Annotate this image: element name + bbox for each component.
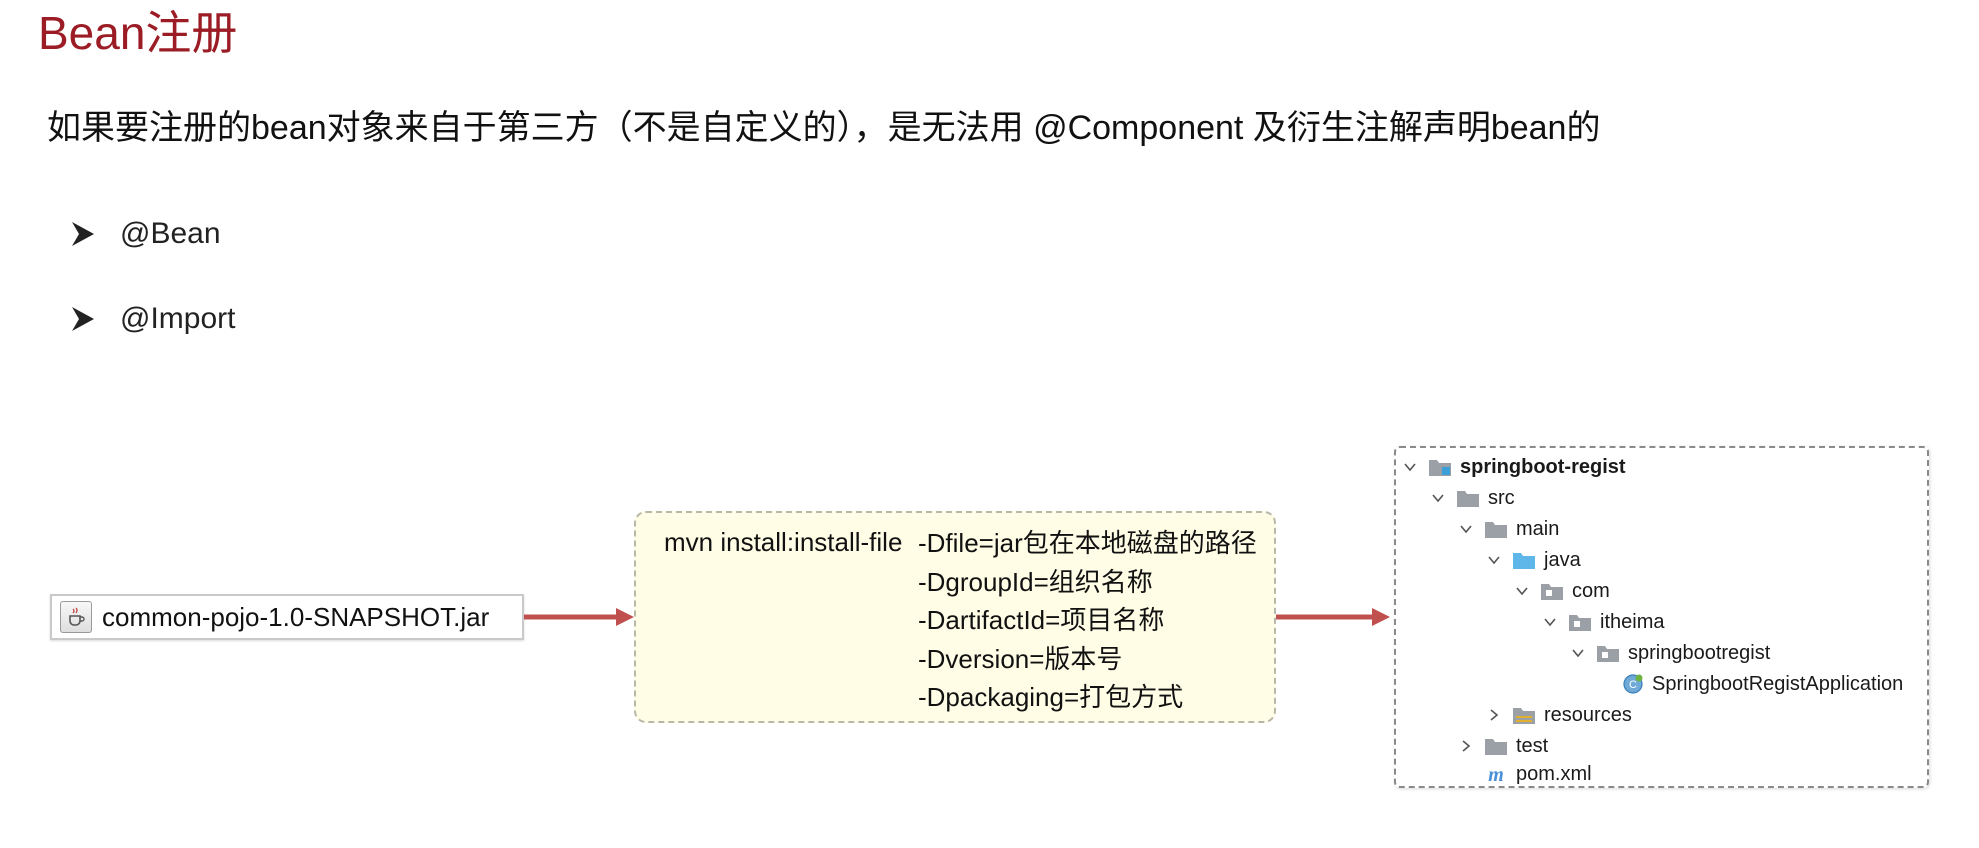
param-dfile: -Dfile=jar包在本地磁盘的路径	[918, 528, 1257, 558]
chevron-down-icon[interactable]	[1430, 490, 1446, 506]
tree-label: itheima	[1600, 610, 1665, 633]
tree-label: com	[1572, 579, 1610, 602]
slide-subtitle: 如果要注册的bean对象来自于第三方（不是自定义的），是无法用 @Compone…	[47, 109, 1601, 147]
folder-icon	[1457, 491, 1479, 507]
param-dversion: -Dversion=版本号	[918, 643, 1123, 674]
arrow-bullet-icon	[72, 307, 94, 331]
maven-pom-icon: m	[1488, 764, 1504, 784]
module-folder-icon	[1429, 460, 1451, 476]
param-dgroupid: -DgroupId=组织名称	[918, 566, 1153, 597]
spring-boot-class-icon: C	[1623, 674, 1643, 694]
jar-filename: common-pojo-1.0-SNAPSHOT.jar	[102, 601, 490, 632]
command-params: -Dfile=jar包在本地磁盘的路径 -DgroupId=组织名称 -Dart…	[918, 527, 1257, 720]
resources-folder-icon	[1513, 708, 1535, 724]
bullet-import: @Import	[70, 299, 235, 339]
chevron-down-icon[interactable]	[1402, 459, 1418, 475]
tree-item-resources[interactable]: resources	[1486, 700, 1632, 730]
project-tree: springboot-regist src main java com ithe…	[1394, 446, 1929, 788]
arrow-jar-to-command-icon	[524, 608, 634, 626]
tree-label: springbootregist	[1628, 641, 1771, 664]
chevron-down-icon[interactable]	[1542, 614, 1558, 630]
package-icon	[1597, 646, 1619, 662]
bullet-label: @Bean	[120, 217, 221, 250]
tree-label: main	[1516, 517, 1560, 540]
tree-label: SpringbootRegistApplication	[1652, 672, 1904, 695]
tree-item-app-class[interactable]: C SpringbootRegistApplication	[1622, 669, 1903, 699]
package-icon	[1569, 615, 1591, 631]
jar-file: common-pojo-1.0-SNAPSHOT.jar	[50, 594, 524, 640]
tree-item-java[interactable]: java	[1486, 545, 1581, 575]
bullet-bean: @Bean	[70, 214, 221, 254]
arrow-bullet-icon	[72, 222, 94, 246]
tree-label: src	[1488, 486, 1515, 509]
chevron-down-icon[interactable]	[1486, 552, 1502, 568]
svg-text:m: m	[1488, 764, 1504, 784]
tree-item-com[interactable]: com	[1514, 576, 1610, 606]
java-jar-icon	[60, 601, 92, 633]
folder-icon	[1485, 739, 1507, 755]
tree-item-src[interactable]: src	[1430, 483, 1515, 513]
param-dpackaging: -Dpackaging=打包方式	[918, 682, 1184, 712]
tree-item-root[interactable]: springboot-regist	[1402, 452, 1626, 482]
bullet-label: @Import	[120, 302, 236, 335]
slide-title: Bean注册	[38, 7, 238, 59]
tree-item-itheima[interactable]: itheima	[1542, 607, 1664, 637]
tree-label: java	[1544, 548, 1581, 571]
chevron-down-icon[interactable]	[1514, 583, 1530, 599]
chevron-down-icon[interactable]	[1458, 521, 1474, 537]
tree-label: springboot-regist	[1460, 455, 1626, 478]
chevron-right-icon[interactable]	[1486, 707, 1502, 723]
maven-install-command: mvn install:install-file -Dfile=jar包在本地磁…	[634, 511, 1276, 723]
chevron-down-icon[interactable]	[1570, 645, 1586, 661]
command-main: mvn install:install-file	[664, 527, 903, 557]
source-folder-icon	[1513, 553, 1535, 569]
folder-icon	[1485, 522, 1507, 538]
chevron-right-icon[interactable]	[1458, 738, 1474, 754]
tree-item-test[interactable]: test	[1458, 731, 1548, 761]
package-icon	[1541, 584, 1563, 600]
tree-item-pom[interactable]: m pom.xml	[1458, 759, 1592, 789]
param-dartifactid: -DartifactId=项目名称	[918, 605, 1165, 635]
tree-label: test	[1516, 734, 1549, 757]
tree-item-springbootregist[interactable]: springbootregist	[1570, 638, 1770, 668]
arrow-command-to-project-icon	[1276, 608, 1390, 626]
tree-label: pom.xml	[1516, 762, 1592, 785]
tree-label: resources	[1544, 703, 1632, 726]
tree-item-main[interactable]: main	[1458, 514, 1559, 544]
svg-text:C: C	[1629, 679, 1637, 691]
